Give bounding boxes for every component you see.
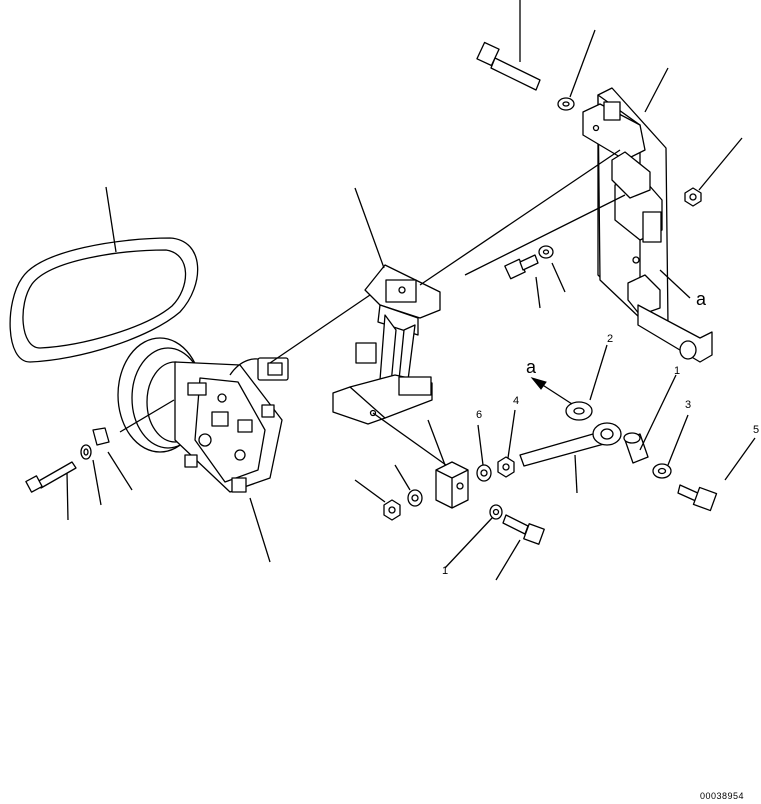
lower-washer [407,489,423,507]
middle-washer [538,245,554,259]
part-number-3: 3 [685,399,692,411]
adjuster-washer-large [565,401,593,421]
adjuster-rod [519,422,622,467]
adjuster-washer-small [476,464,492,482]
upper-washer [557,97,575,111]
bottom-washer [489,504,503,520]
upper-bolt [476,41,541,91]
part-number-1: 1 [674,365,681,377]
leader-lines [66,0,756,581]
right-washer [652,463,672,479]
compressor-bolt [25,461,77,493]
part-number-5: 5 [753,424,760,436]
part-number-1-lower: 1 [442,565,449,577]
center-bracket [332,264,441,425]
part-number-2: 2 [607,333,614,345]
v-belt [9,237,199,363]
ref-label-a-lower: a [526,357,537,377]
right-bolt [677,484,718,512]
compressor [117,337,289,493]
compressor-spacer [92,427,110,446]
bottom-bolt [502,514,545,545]
spacer-collar [623,432,649,464]
part-number-4: 4 [513,395,520,407]
plate-nut [684,187,702,207]
drawing-number: 00038954 [700,791,745,801]
part-number-6: 6 [476,409,483,421]
ref-label-a-upper: a [696,289,707,309]
adjuster-block [435,461,469,509]
lower-nut [383,499,401,521]
adjuster-nut [497,456,515,478]
middle-bolt [504,254,539,280]
compressor-washer [80,444,92,460]
mounting-plate [582,87,713,363]
